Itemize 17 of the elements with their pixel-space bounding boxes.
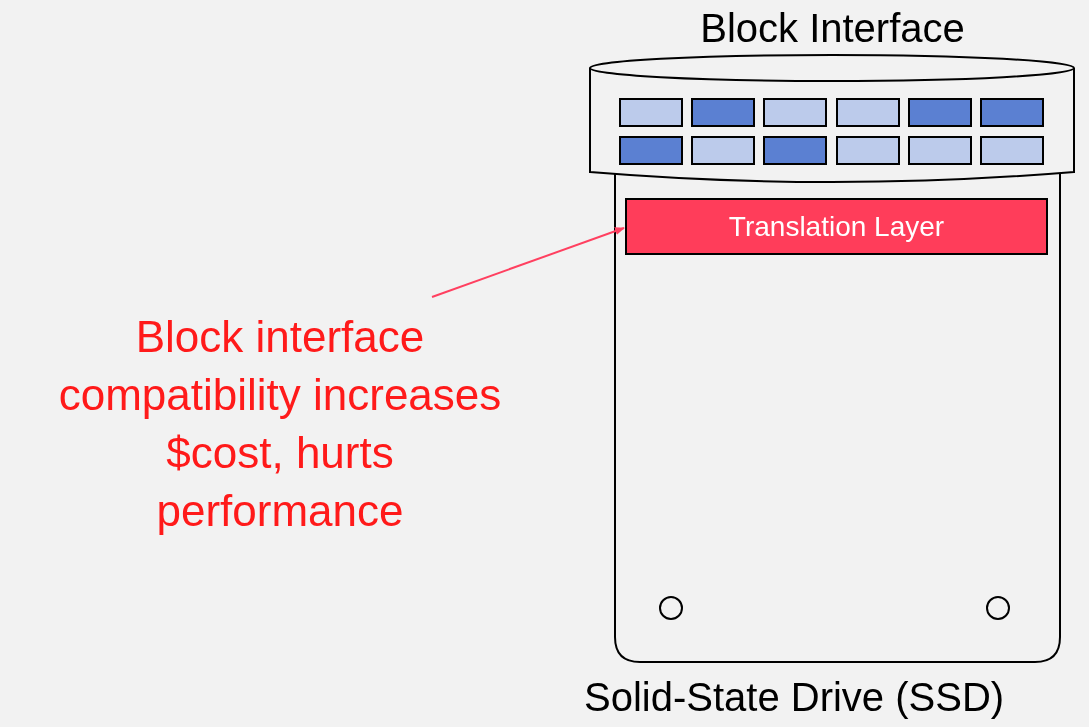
- block-cell-box: [836, 136, 900, 165]
- block-cell-box: [691, 136, 755, 165]
- annotation-text: Block interface compatibility increases $cost, hurts performance: [45, 308, 515, 543]
- block-cell-box: [908, 98, 972, 127]
- block-cell-box: [619, 136, 683, 165]
- block-cell-box: [836, 98, 900, 127]
- drive-label: Solid-State Drive (SSD): [584, 675, 1005, 720]
- block-cell-box: [980, 136, 1044, 165]
- block-cell-box: [763, 136, 827, 165]
- block-cell-box: [619, 98, 683, 127]
- block-cell-box: [908, 136, 972, 165]
- interface-label: Block Interface: [699, 6, 966, 51]
- process-box: Translation Layer: [625, 198, 1048, 255]
- block-cell-box: [980, 98, 1044, 127]
- block-cell-box: [691, 98, 755, 127]
- block-cell-box: [763, 98, 827, 127]
- arrow: [431, 227, 625, 298]
